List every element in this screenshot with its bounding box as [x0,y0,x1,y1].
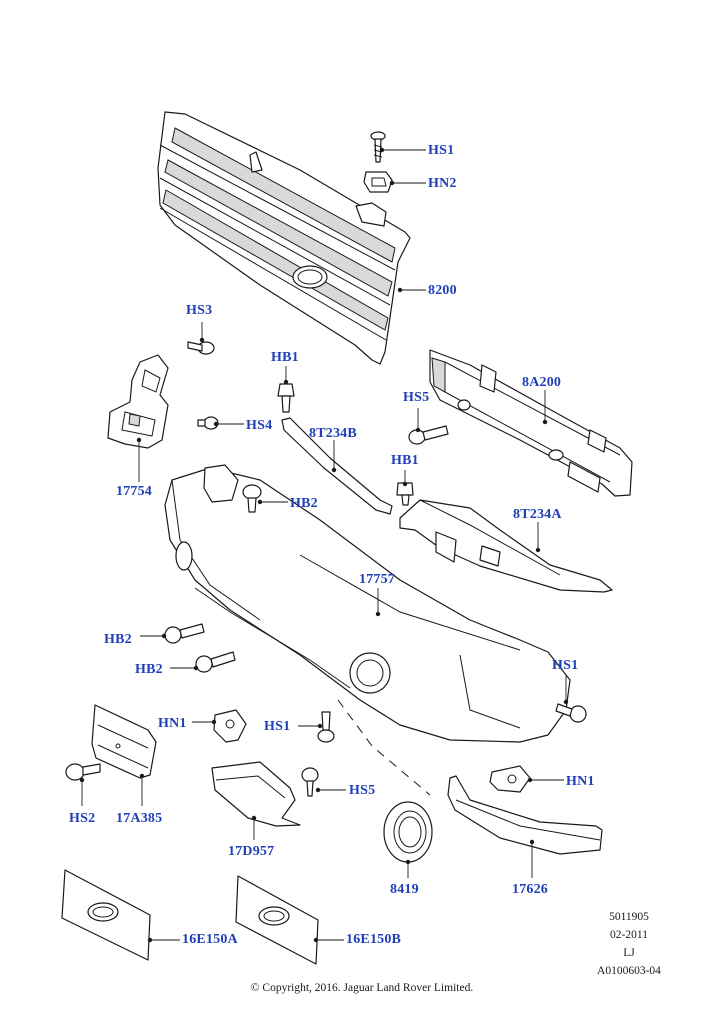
screw-hs4 [197,416,219,430]
cover-17D957 [211,761,301,827]
callout-hs3: HS3 [186,303,213,318]
assembly-dash-line [337,699,431,796]
callout-hn1-right: HN1 [566,774,595,789]
callout-hs2: HS2 [69,811,96,826]
callout-17a385: 17A385 [116,811,163,826]
callout-hs5-mid: HS5 [403,390,430,405]
callout-17757: 17757 [359,572,395,587]
callout-hs4: HS4 [246,418,273,433]
clip-hn1-left [213,709,247,743]
callout-hs5-low: HS5 [349,783,376,798]
clip-hn2 [363,171,393,193]
bracket-8T234A [399,499,613,593]
diagram-code: 5011905 [609,911,649,923]
bolt-hs5-mid [408,425,449,445]
callout-8t234b: 8T234B [309,426,357,441]
fog-bezel-8419 [383,801,433,863]
callout-hb1-left: HB1 [271,350,299,365]
callout-hs1-top: HS1 [428,143,455,158]
callout-hb2-low: HB2 [135,662,163,677]
diagram-reference: A0100603-04 [597,965,661,977]
callout-hs1-right: HS1 [552,658,579,673]
plate-16E150B [235,875,319,965]
bracket-17754 [107,354,169,449]
callout-8200: 8200 [428,283,457,298]
callout-8419: 8419 [390,882,419,897]
screw-hs1-right [555,703,587,723]
callout-17626: 17626 [512,882,548,897]
callout-16e150b: 16E150B [346,932,402,947]
callout-hs1-mid: HS1 [264,719,291,734]
bolt-hb2-top [242,484,262,513]
diagram-initials: LJ [623,947,635,959]
clip-hn1-right [489,765,531,793]
diagram-date: 02-2011 [610,929,648,941]
callout-16e150a: 16E150A [182,932,238,947]
bolt-hb1-left [277,383,295,413]
bracket-17A385 [91,704,157,779]
callout-17754: 17754 [116,484,152,499]
bolt-hb1-right [396,482,414,506]
strip-17626 [447,775,603,855]
callout-hn1-left: HN1 [158,716,187,731]
bumper-cover-17757 [164,464,571,743]
screw-hs1-top [370,131,386,163]
screw-hs1-mid [317,711,335,743]
callout-17d957: 17D957 [228,844,275,859]
callout-8a200: 8A200 [522,375,562,390]
callout-hb2-mid: HB2 [104,632,132,647]
screw-hs3 [187,341,215,355]
grille-8200 [157,111,411,365]
screw-hs5-low [301,767,319,797]
callout-8t234a: 8T234A [513,507,562,522]
callout-hb1-right: HB1 [391,453,419,468]
strip-8T234B [281,417,393,515]
reinforcement-8A200 [429,349,633,497]
callout-hb2-top: HB2 [290,496,318,511]
callout-hn2: HN2 [428,176,457,191]
plate-16E150A [61,869,151,961]
copyright-notice: © Copyright, 2016. Jaguar Land Rover Lim… [250,982,474,994]
bolt-hb2-mid [164,623,205,644]
screw-hs2 [65,763,101,781]
leader-lines [79,147,569,943]
bolt-hb2-low [195,651,236,673]
